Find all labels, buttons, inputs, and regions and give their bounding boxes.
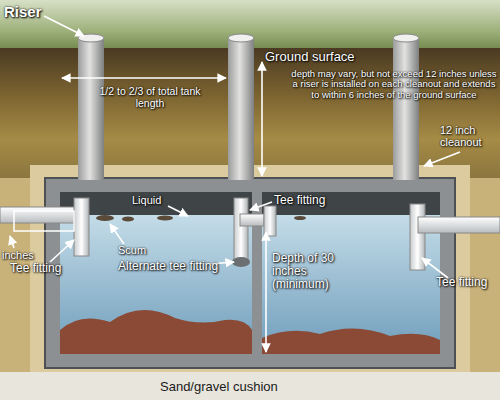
depth-note: depth may vary, but not exceed 12 inches… [290, 69, 498, 100]
soil-lower [0, 178, 500, 372]
sand-cushion [30, 165, 470, 373]
ground-label: Ground surface [265, 50, 405, 64]
leader-arrow [168, 206, 188, 216]
leader-arrow [50, 240, 74, 262]
tee-label: Tee fitting [436, 276, 500, 289]
scum-label: Scum [118, 244, 158, 256]
dimension-arrow [62, 77, 226, 79]
outlet-pipe [418, 217, 500, 233]
alternate-tee [232, 257, 250, 267]
tee-fitting [410, 204, 425, 270]
tank-liquid [60, 215, 440, 354]
length-note: 1/2 to 2/3 of total tank length [90, 86, 210, 109]
dimension-box [14, 211, 74, 231]
tank-air [60, 192, 440, 354]
riser [228, 38, 254, 180]
sludge [60, 310, 252, 354]
scum [96, 215, 114, 221]
leader-arrow [110, 224, 124, 244]
riser-label: Riser [4, 4, 64, 21]
cushion-label: Sand/gravel cushion [160, 380, 340, 394]
riser [78, 38, 104, 180]
dimension-arrow [261, 62, 263, 176]
leader-arrow [422, 258, 448, 278]
pipe-dimension: inches [2, 249, 52, 261]
riser-cap [228, 34, 254, 42]
riser [393, 38, 419, 180]
tee-label: Tee fitting [10, 262, 90, 275]
sludge [262, 328, 440, 354]
tee-fitting [264, 206, 276, 236]
scum [122, 217, 134, 222]
depth-label: Depth of 30 inches (minimum) [272, 252, 364, 292]
base-band [0, 372, 500, 400]
tee-fitting [74, 198, 89, 256]
tee-fitting [240, 214, 264, 226]
scum [294, 216, 306, 220]
tee-label: Tee fitting [274, 194, 354, 207]
alt-tee-label: Alternate tee fitting [118, 260, 238, 273]
riser-cap [393, 34, 419, 42]
leader-arrow [424, 152, 460, 166]
liquid-label: Liquid [132, 194, 182, 206]
cleanout-label: 12 inch cleanout [440, 124, 500, 148]
dimension-arrow [265, 232, 267, 352]
tank-wall [45, 178, 455, 368]
tee-fitting [234, 198, 248, 264]
scum [157, 216, 173, 221]
leader-arrow [250, 202, 272, 210]
leader-arrow [44, 16, 84, 36]
inlet-pipe [0, 207, 82, 223]
leader-arrow [10, 236, 14, 248]
